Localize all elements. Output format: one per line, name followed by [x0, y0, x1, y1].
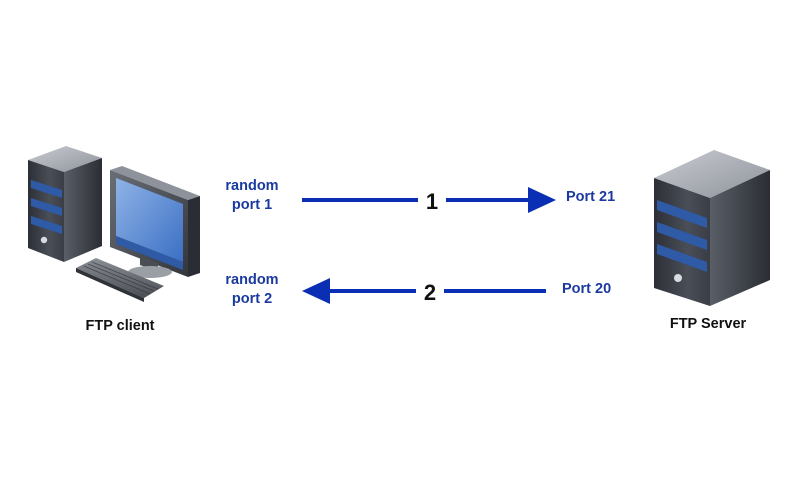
random-port-1-line2: port 1 — [232, 197, 272, 213]
arrow-1-head-icon — [528, 187, 556, 213]
random-port-1-line1: random — [225, 178, 278, 194]
server-tower-icon — [654, 150, 770, 306]
connection-2-number: 2 — [424, 280, 436, 305]
connection-2: random port 2 2 Port 20 — [225, 272, 611, 307]
keyboard-icon — [76, 258, 164, 302]
server-label: FTP Server — [670, 316, 747, 332]
random-port-2-line2: port 2 — [232, 291, 272, 307]
port-21-label: Port 21 — [566, 189, 615, 205]
server-group: FTP Server — [654, 150, 770, 332]
arrow-2-head-icon — [302, 278, 330, 304]
desktop-computer-icon — [110, 166, 200, 278]
connection-1: random port 1 1 Port 21 — [225, 178, 615, 214]
port-20-label: Port 20 — [562, 281, 611, 297]
client-group: FTP client — [28, 146, 200, 334]
connection-1-number: 1 — [426, 189, 438, 214]
client-label: FTP client — [85, 318, 154, 334]
random-port-2-line1: random — [225, 272, 278, 288]
client-tower-icon — [28, 146, 102, 262]
